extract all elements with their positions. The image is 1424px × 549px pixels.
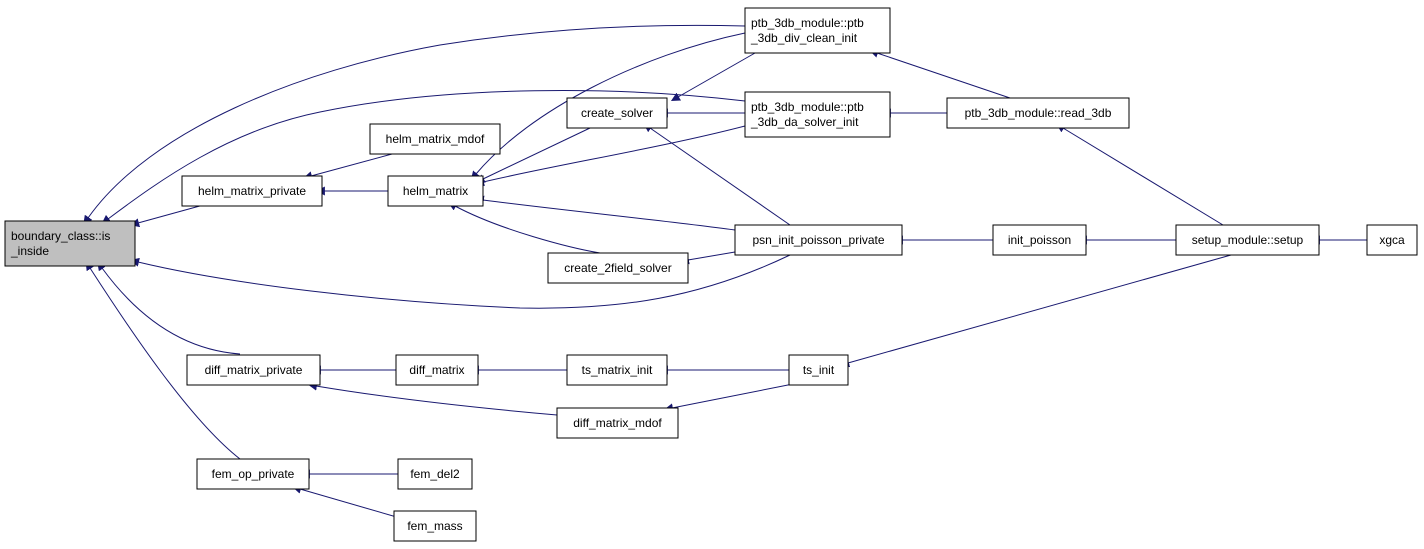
node-label: diff_matrix_private xyxy=(205,363,303,377)
edge-helm-to-create_2field xyxy=(447,202,601,254)
edge-root-to-psn xyxy=(130,254,791,309)
node-box[interactable] xyxy=(387,175,484,207)
edge-read_3db-to-setup xyxy=(1056,123,1224,226)
edge-helm-to-create_solver xyxy=(475,127,591,183)
node-root[interactable]: boundary_class::is_inside xyxy=(4,220,136,267)
node-box[interactable] xyxy=(181,175,323,207)
node-label: helm_matrix xyxy=(403,184,468,198)
node-label: init_poisson xyxy=(1008,233,1071,247)
node-fem-private[interactable]: fem_op_private xyxy=(196,458,310,490)
edge-create_solver-to-psn xyxy=(643,123,791,226)
node-label: _3db_div_clean_init xyxy=(750,31,858,45)
edge-div_clean-to-read_3db xyxy=(869,49,1011,99)
edge-root-to-helm_private xyxy=(130,203,208,228)
node-read-3db[interactable]: ptb_3db_module::read_3db xyxy=(946,97,1130,129)
node-label: ptb_3db_module::ptb xyxy=(751,100,864,114)
node-box[interactable] xyxy=(393,510,477,542)
node-box[interactable] xyxy=(1366,224,1418,256)
node-box[interactable] xyxy=(4,220,136,267)
node-ts-matrix-init[interactable]: ts_matrix_init xyxy=(566,354,668,386)
edge-helm-to-psn xyxy=(474,195,736,231)
node-diff-matrix[interactable]: diff_matrix xyxy=(395,354,479,386)
node-create-solver[interactable]: create_solver xyxy=(566,97,668,129)
node-box[interactable] xyxy=(395,354,479,386)
node-helm-mdof[interactable]: helm_matrix_mdof xyxy=(369,123,501,155)
node-label: _3db_da_solver_init xyxy=(750,115,859,129)
edge-fem_private-to-fem_mass xyxy=(292,484,401,519)
node-label: ts_matrix_init xyxy=(582,363,653,377)
node-box[interactable] xyxy=(788,354,849,386)
node-box[interactable] xyxy=(397,458,473,490)
edge-diff_mdof-to-ts_init xyxy=(664,383,794,413)
edge-create_2field-to-psn xyxy=(680,251,736,265)
node-helm[interactable]: helm_matrix xyxy=(387,175,484,207)
node-helm-private[interactable]: helm_matrix_private xyxy=(181,175,323,207)
node-label: ptb_3db_module::read_3db xyxy=(965,106,1112,120)
node-xgca[interactable]: xgca xyxy=(1366,224,1418,256)
node-label: helm_matrix_private xyxy=(198,184,306,198)
node-box[interactable] xyxy=(744,7,891,54)
node-box[interactable] xyxy=(547,252,689,284)
edge-ts_init-to-setup xyxy=(840,254,1232,368)
node-label: ptb_3db_module::ptb xyxy=(751,16,864,30)
node-create-2field[interactable]: create_2field_solver xyxy=(547,252,689,284)
node-setup[interactable]: setup_module::setup xyxy=(1175,224,1320,256)
node-box[interactable] xyxy=(734,224,903,256)
node-label: helm_matrix_mdof xyxy=(386,132,485,146)
node-label: diff_matrix xyxy=(409,363,464,377)
node-box[interactable] xyxy=(369,123,501,155)
node-div-clean[interactable]: ptb_3db_module::ptb_3db_div_clean_init xyxy=(744,7,891,54)
node-box[interactable] xyxy=(1175,224,1320,256)
node-label: create_solver xyxy=(581,106,653,120)
node-label: diff_matrix_mdof xyxy=(573,416,662,430)
node-da-solver[interactable]: ptb_3db_module::ptb_3db_da_solver_init xyxy=(744,91,891,138)
node-box[interactable] xyxy=(992,224,1087,256)
node-box[interactable] xyxy=(566,354,668,386)
edge-create_solver-to-div_clean xyxy=(670,52,756,102)
edge-helm-to-da_solver xyxy=(475,125,746,187)
node-diff-mdof[interactable]: diff_matrix_mdof xyxy=(556,407,679,439)
node-psn[interactable]: psn_init_poisson_private xyxy=(734,224,903,256)
edge-diff_private-to-diff_mdof xyxy=(308,381,558,416)
edge-root-to-fem_private xyxy=(85,261,241,460)
node-box[interactable] xyxy=(196,458,310,490)
node-diff-private[interactable]: diff_matrix_private xyxy=(186,354,321,386)
edge-root-to-da_solver xyxy=(101,90,746,224)
node-box[interactable] xyxy=(744,91,891,138)
node-fem-del2[interactable]: fem_del2 xyxy=(397,458,473,490)
node-box[interactable] xyxy=(186,354,321,386)
node-label: setup_module::setup xyxy=(1192,233,1304,247)
node-label: create_2field_solver xyxy=(564,261,671,275)
node-label: psn_init_poisson_private xyxy=(752,233,884,247)
node-label: fem_mass xyxy=(407,519,462,533)
node-label: fem_del2 xyxy=(410,467,460,481)
node-ts-init[interactable]: ts_init xyxy=(788,354,849,386)
edge-root-to-diff_private xyxy=(97,261,241,355)
node-label: ts_init xyxy=(803,363,835,377)
node-box[interactable] xyxy=(566,97,668,129)
node-label: boundary_class::is xyxy=(11,229,110,243)
edge-helm_private-to-helm_mdof xyxy=(303,153,393,181)
node-label: xgca xyxy=(1379,233,1405,247)
node-box[interactable] xyxy=(556,407,679,439)
node-label: _inside xyxy=(10,244,49,258)
edge-root-to-div_clean xyxy=(83,24,746,225)
node-label: fem_op_private xyxy=(212,467,295,481)
node-fem-mass[interactable]: fem_mass xyxy=(393,510,477,542)
node-init-poisson[interactable]: init_poisson xyxy=(992,224,1087,256)
node-box[interactable] xyxy=(946,97,1130,129)
